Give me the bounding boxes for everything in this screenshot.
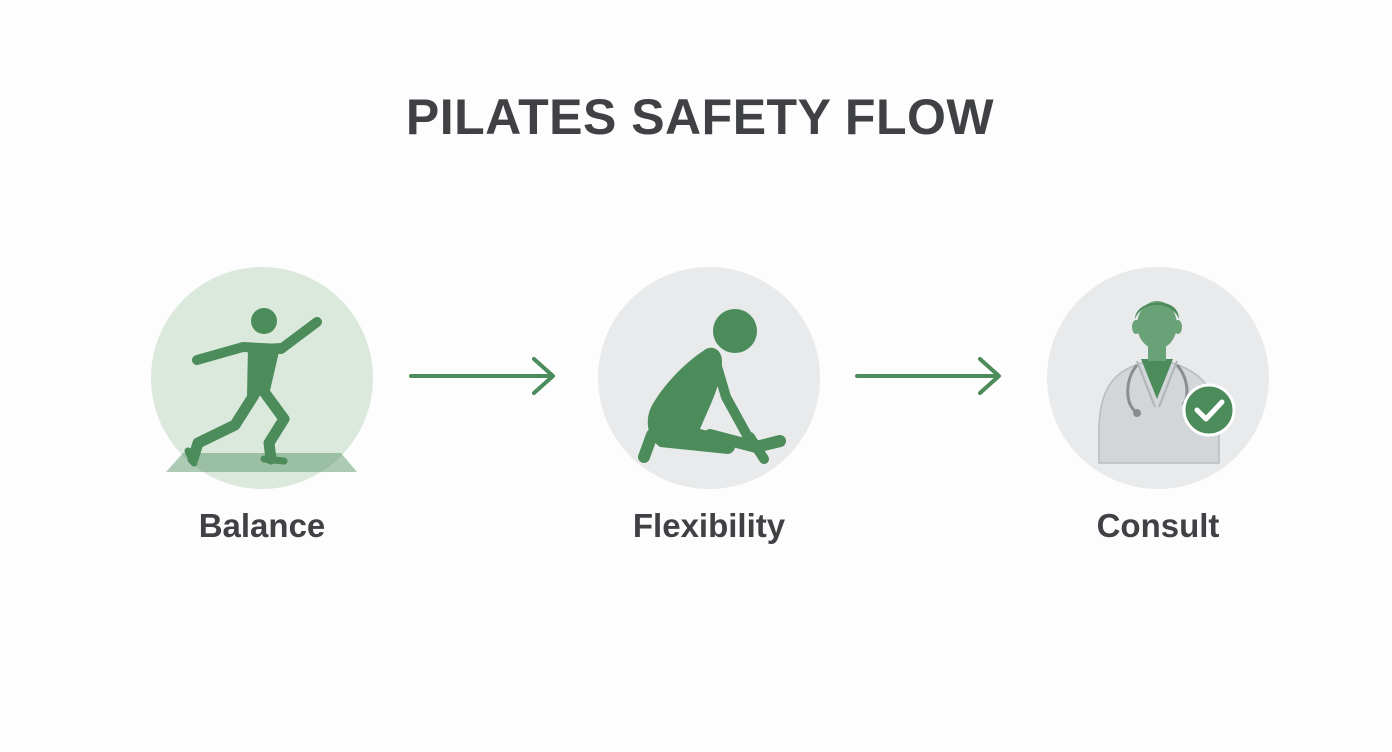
arrow-right-icon <box>855 357 1001 395</box>
step-circle <box>1047 267 1269 489</box>
arrow-right-icon <box>409 357 555 395</box>
step-label: Balance <box>198 507 326 544</box>
step-label: Flexibility <box>632 507 786 544</box>
step-circle <box>598 267 820 489</box>
page-title: PILATES SAFETY FLOW <box>405 89 995 145</box>
step-consult: Consult <box>1047 267 1269 544</box>
balance-figure-icon <box>166 308 357 472</box>
step-balance: Balance <box>151 267 373 544</box>
step-circle <box>151 267 373 489</box>
step-label: Consult <box>1096 507 1220 544</box>
doctor-check-icon <box>1098 301 1236 464</box>
kneeling-stretch-icon <box>638 309 786 464</box>
step-flexibility: Flexibility <box>598 267 820 544</box>
